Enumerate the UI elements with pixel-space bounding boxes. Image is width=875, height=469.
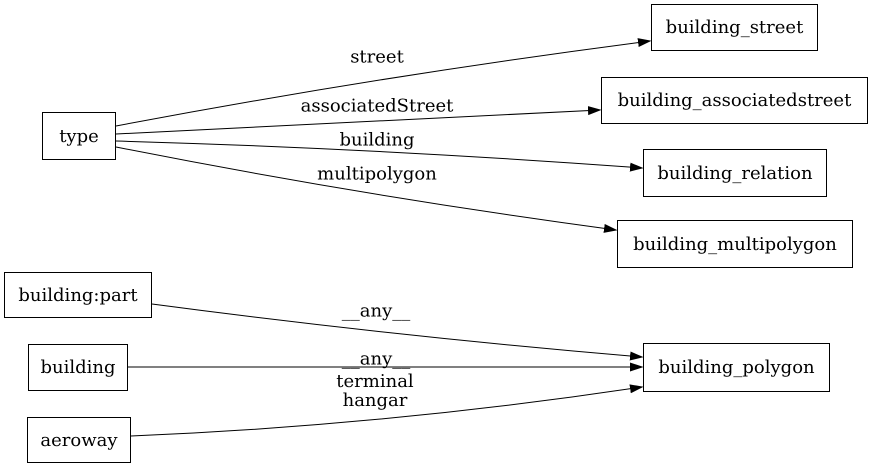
node-label: building (40, 357, 116, 378)
node-building: building (28, 344, 128, 391)
node-label: building_polygon (658, 357, 815, 378)
node-label: building_street (665, 17, 804, 38)
edge-type-to-building_street (115, 38, 652, 127)
node-type: type (42, 112, 116, 160)
edge-type-to-building_multipolygon (115, 146, 618, 233)
node-label: type (59, 125, 99, 147)
edge-type-to-building_relation (115, 140, 644, 172)
edge-label-building-to-building_polygon: __any__ (341, 348, 411, 370)
node-label: aeroway (40, 429, 118, 451)
node-aeroway: aeroway (27, 417, 131, 463)
edge-label-type-to-building_street: street (350, 46, 404, 68)
node-building_multipolygon: building_multipolygon (617, 220, 853, 268)
edge-label-type-to-building_relation: building (339, 129, 415, 151)
node-label: building_multipolygon (633, 233, 837, 255)
node-building_part: building:part (4, 272, 152, 318)
node-building_polygon: building_polygon (643, 343, 830, 392)
edge-label-building_part-to-building_polygon: __any__ (341, 300, 411, 322)
node-label: building_associatedstreet (617, 90, 852, 111)
edge-label-type-to-building_associatedstreet: associatedStreet (300, 95, 454, 117)
node-building_associatedstreet: building_associatedstreet (601, 77, 868, 124)
node-building_street: building_street (651, 4, 818, 51)
node-label: building:part (18, 284, 138, 306)
edge-label-type-to-building_multipolygon: multipolygon (317, 163, 437, 185)
edge-building_part-to-building_polygon (151, 303, 644, 361)
edge-aeroway-to-building_polygon (130, 384, 644, 437)
edge-type-to-building_associatedstreet (115, 106, 602, 135)
node-building_relation: building_relation (643, 149, 827, 197)
edge-label-aeroway-to-building_polygon: terminal hangar (336, 371, 414, 411)
node-label: building_relation (657, 162, 813, 184)
